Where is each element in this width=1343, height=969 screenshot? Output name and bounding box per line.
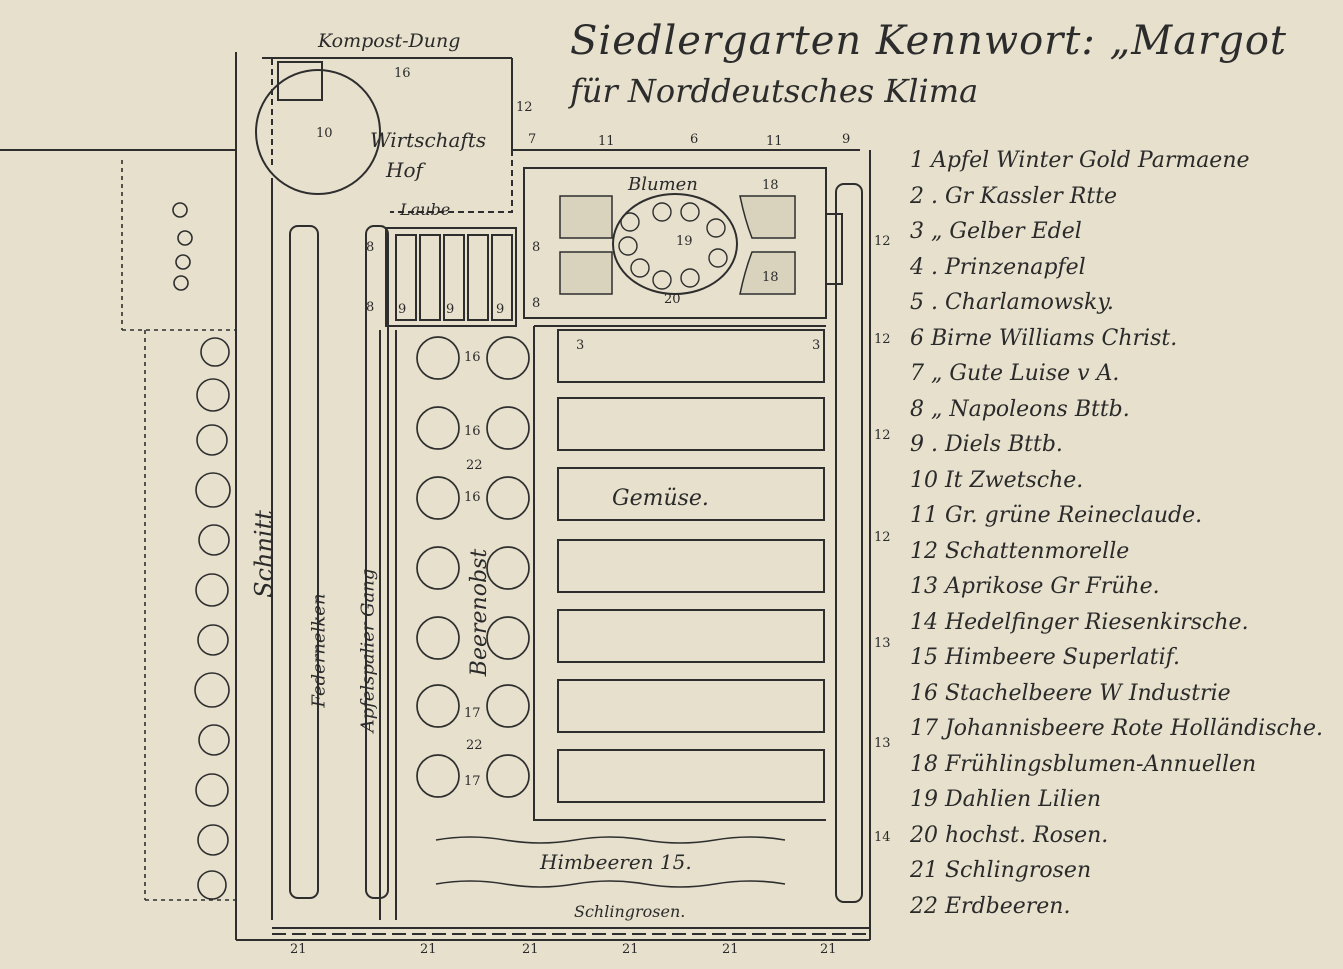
num-right-12a: 12 — [874, 234, 891, 249]
num-top-9: 9 — [842, 132, 851, 147]
label-kompost: Kompost-Dung — [318, 30, 461, 52]
legend-item: 21 Schlingrosen — [910, 858, 1092, 883]
num-bottom-21e: 21 — [722, 942, 739, 957]
num-right-12b: 12 — [874, 332, 891, 347]
num-laube-9c: 9 — [496, 302, 505, 317]
num-bottom-21f: 21 — [820, 942, 837, 957]
num-beeren-22a: 22 — [466, 458, 483, 473]
legend-item: 14 Hedelfinger Riesenkirsche. — [910, 609, 1249, 635]
legend-item: 5 . Charlamowsky. — [910, 290, 1114, 315]
num-blumen-20: 20 — [664, 292, 681, 307]
num-beeren-16a: 16 — [464, 350, 481, 365]
num-top-7: 7 — [528, 132, 537, 147]
num-laube-8b: 8 — [366, 300, 375, 315]
himbeeren-row-1 — [435, 836, 786, 844]
plant-legend: 1 Apfel Winter Gold Parmaene 2 . Gr Kass… — [910, 148, 1323, 929]
legend-item: 16 Stachelbeere W Industrie — [910, 680, 1231, 706]
num-top-11a: 11 — [598, 134, 615, 149]
himbeeren-row-2 — [435, 880, 786, 888]
plan-subtitle: für Norddeutsches Klima — [570, 72, 979, 110]
num-beeren-16c: 16 — [464, 490, 481, 505]
label-beerenobst: Beerenobst — [467, 548, 493, 677]
num-gem-3b: 3 — [812, 338, 821, 353]
legend-item: 7 „ Gute Luise v A. — [910, 361, 1120, 386]
label-blumen: Blumen — [628, 174, 698, 195]
legend-item: 8 „ Napoleons Bttb. — [910, 396, 1130, 422]
legend-item: 17 Johannisbeere Rote Holländische. — [910, 716, 1324, 741]
legend-item: 6 Birne Williams Christ. — [910, 325, 1178, 351]
num-gem-3a: 3 — [576, 338, 585, 353]
label-schlingrosen: Schlingrosen. — [574, 902, 686, 921]
plan-title: Siedlergarten Kennwort: „Margot — [570, 18, 1287, 64]
flower-bed-sw — [559, 251, 613, 295]
label-apfelspalier: Apfelspalier Gang — [357, 568, 379, 733]
label-gemuese: Gemüse. — [612, 486, 709, 511]
east-spalier — [835, 183, 863, 903]
num-top-11b: 11 — [766, 134, 783, 149]
gemuese-frame — [533, 325, 826, 821]
num-right-13b: 13 — [874, 736, 891, 751]
plum-tree-10 — [255, 69, 381, 195]
num-right-13a: 13 — [874, 636, 891, 651]
num-beeren-22b: 22 — [466, 738, 483, 753]
legend-item: 1 Apfel Winter Gold Parmaene — [910, 148, 1250, 173]
laube-frame — [385, 227, 517, 327]
num-laube-9a: 9 — [398, 302, 407, 317]
num-right-12d: 12 — [874, 530, 891, 545]
dahlia-oval — [612, 193, 738, 295]
neighbour-shrubs — [121, 160, 236, 901]
num-blumen-19: 19 — [676, 234, 693, 249]
apfelspalier-path — [365, 225, 389, 899]
num-right-14: 14 — [874, 830, 891, 845]
legend-item: 22 Erdbeeren. — [910, 893, 1071, 919]
flower-bed-ne — [739, 195, 796, 239]
num-blumen-18a: 18 — [762, 178, 779, 193]
num-beeren-17b: 17 — [464, 774, 481, 789]
legend-item: 13 Aprikose Gr Frühe. — [910, 574, 1160, 599]
legend-item: 10 It Zwetsche. — [910, 467, 1084, 493]
legend-item: 4 . Prinzenapfel — [910, 254, 1086, 280]
num-laube-8c: 8 — [532, 240, 541, 255]
num-beeren-17a: 17 — [464, 706, 481, 721]
num-kompost-16: 16 — [394, 66, 411, 81]
num-laube-9b: 9 — [446, 302, 455, 317]
legend-item: 12 Schattenmorelle — [910, 538, 1130, 564]
label-federnelken: Federnelken — [308, 593, 330, 708]
legend-item: 18 Frühlingsblumen-Annuellen — [910, 751, 1257, 777]
num-bottom-21c: 21 — [522, 942, 539, 957]
num-blumen-18b: 18 — [762, 270, 779, 285]
compost-box — [277, 61, 323, 101]
label-wirtschaftshof-1: Wirtschafts — [370, 128, 487, 152]
hof-boundary — [271, 58, 513, 213]
legend-item: 20 hochst. Rosen. — [910, 822, 1109, 848]
flower-bed-nw — [559, 195, 613, 239]
legend-item: 15 Himbeere Superlatif. — [910, 645, 1180, 670]
num-laube-8d: 8 — [532, 296, 541, 311]
num-hof-12: 12 — [516, 100, 533, 115]
label-laube: Laube — [400, 200, 451, 219]
legend-item: 3 „ Gelber Edel — [910, 219, 1082, 244]
num-beeren-16b: 16 — [464, 424, 481, 439]
legend-item: 2 . Gr Kassler Rtte — [910, 183, 1118, 209]
label-wirtschaftshof-2: Hof — [386, 158, 423, 182]
vegetable-beds — [557, 329, 825, 803]
legend-item: 19 Dahlien Lilien — [910, 787, 1102, 812]
num-top-6: 6 — [690, 132, 699, 147]
label-schnitt: Schnitt — [249, 510, 278, 598]
legend-item: 9 . Diels Bttb. — [910, 432, 1063, 457]
num-bottom-21a: 21 — [290, 942, 307, 957]
flower-bed-se — [739, 251, 796, 295]
num-laube-8a: 8 — [366, 240, 375, 255]
num-bottom-21b: 21 — [420, 942, 437, 957]
arbor-east — [825, 213, 843, 285]
num-hof-10: 10 — [316, 126, 333, 141]
legend-item: 11 Gr. grüne Reineclaude. — [910, 503, 1203, 528]
federnelken-border — [289, 225, 319, 899]
berry-bushes — [416, 336, 530, 798]
num-right-12c: 12 — [874, 428, 891, 443]
label-himbeeren: Himbeeren 15. — [540, 850, 692, 874]
num-bottom-21d: 21 — [622, 942, 639, 957]
